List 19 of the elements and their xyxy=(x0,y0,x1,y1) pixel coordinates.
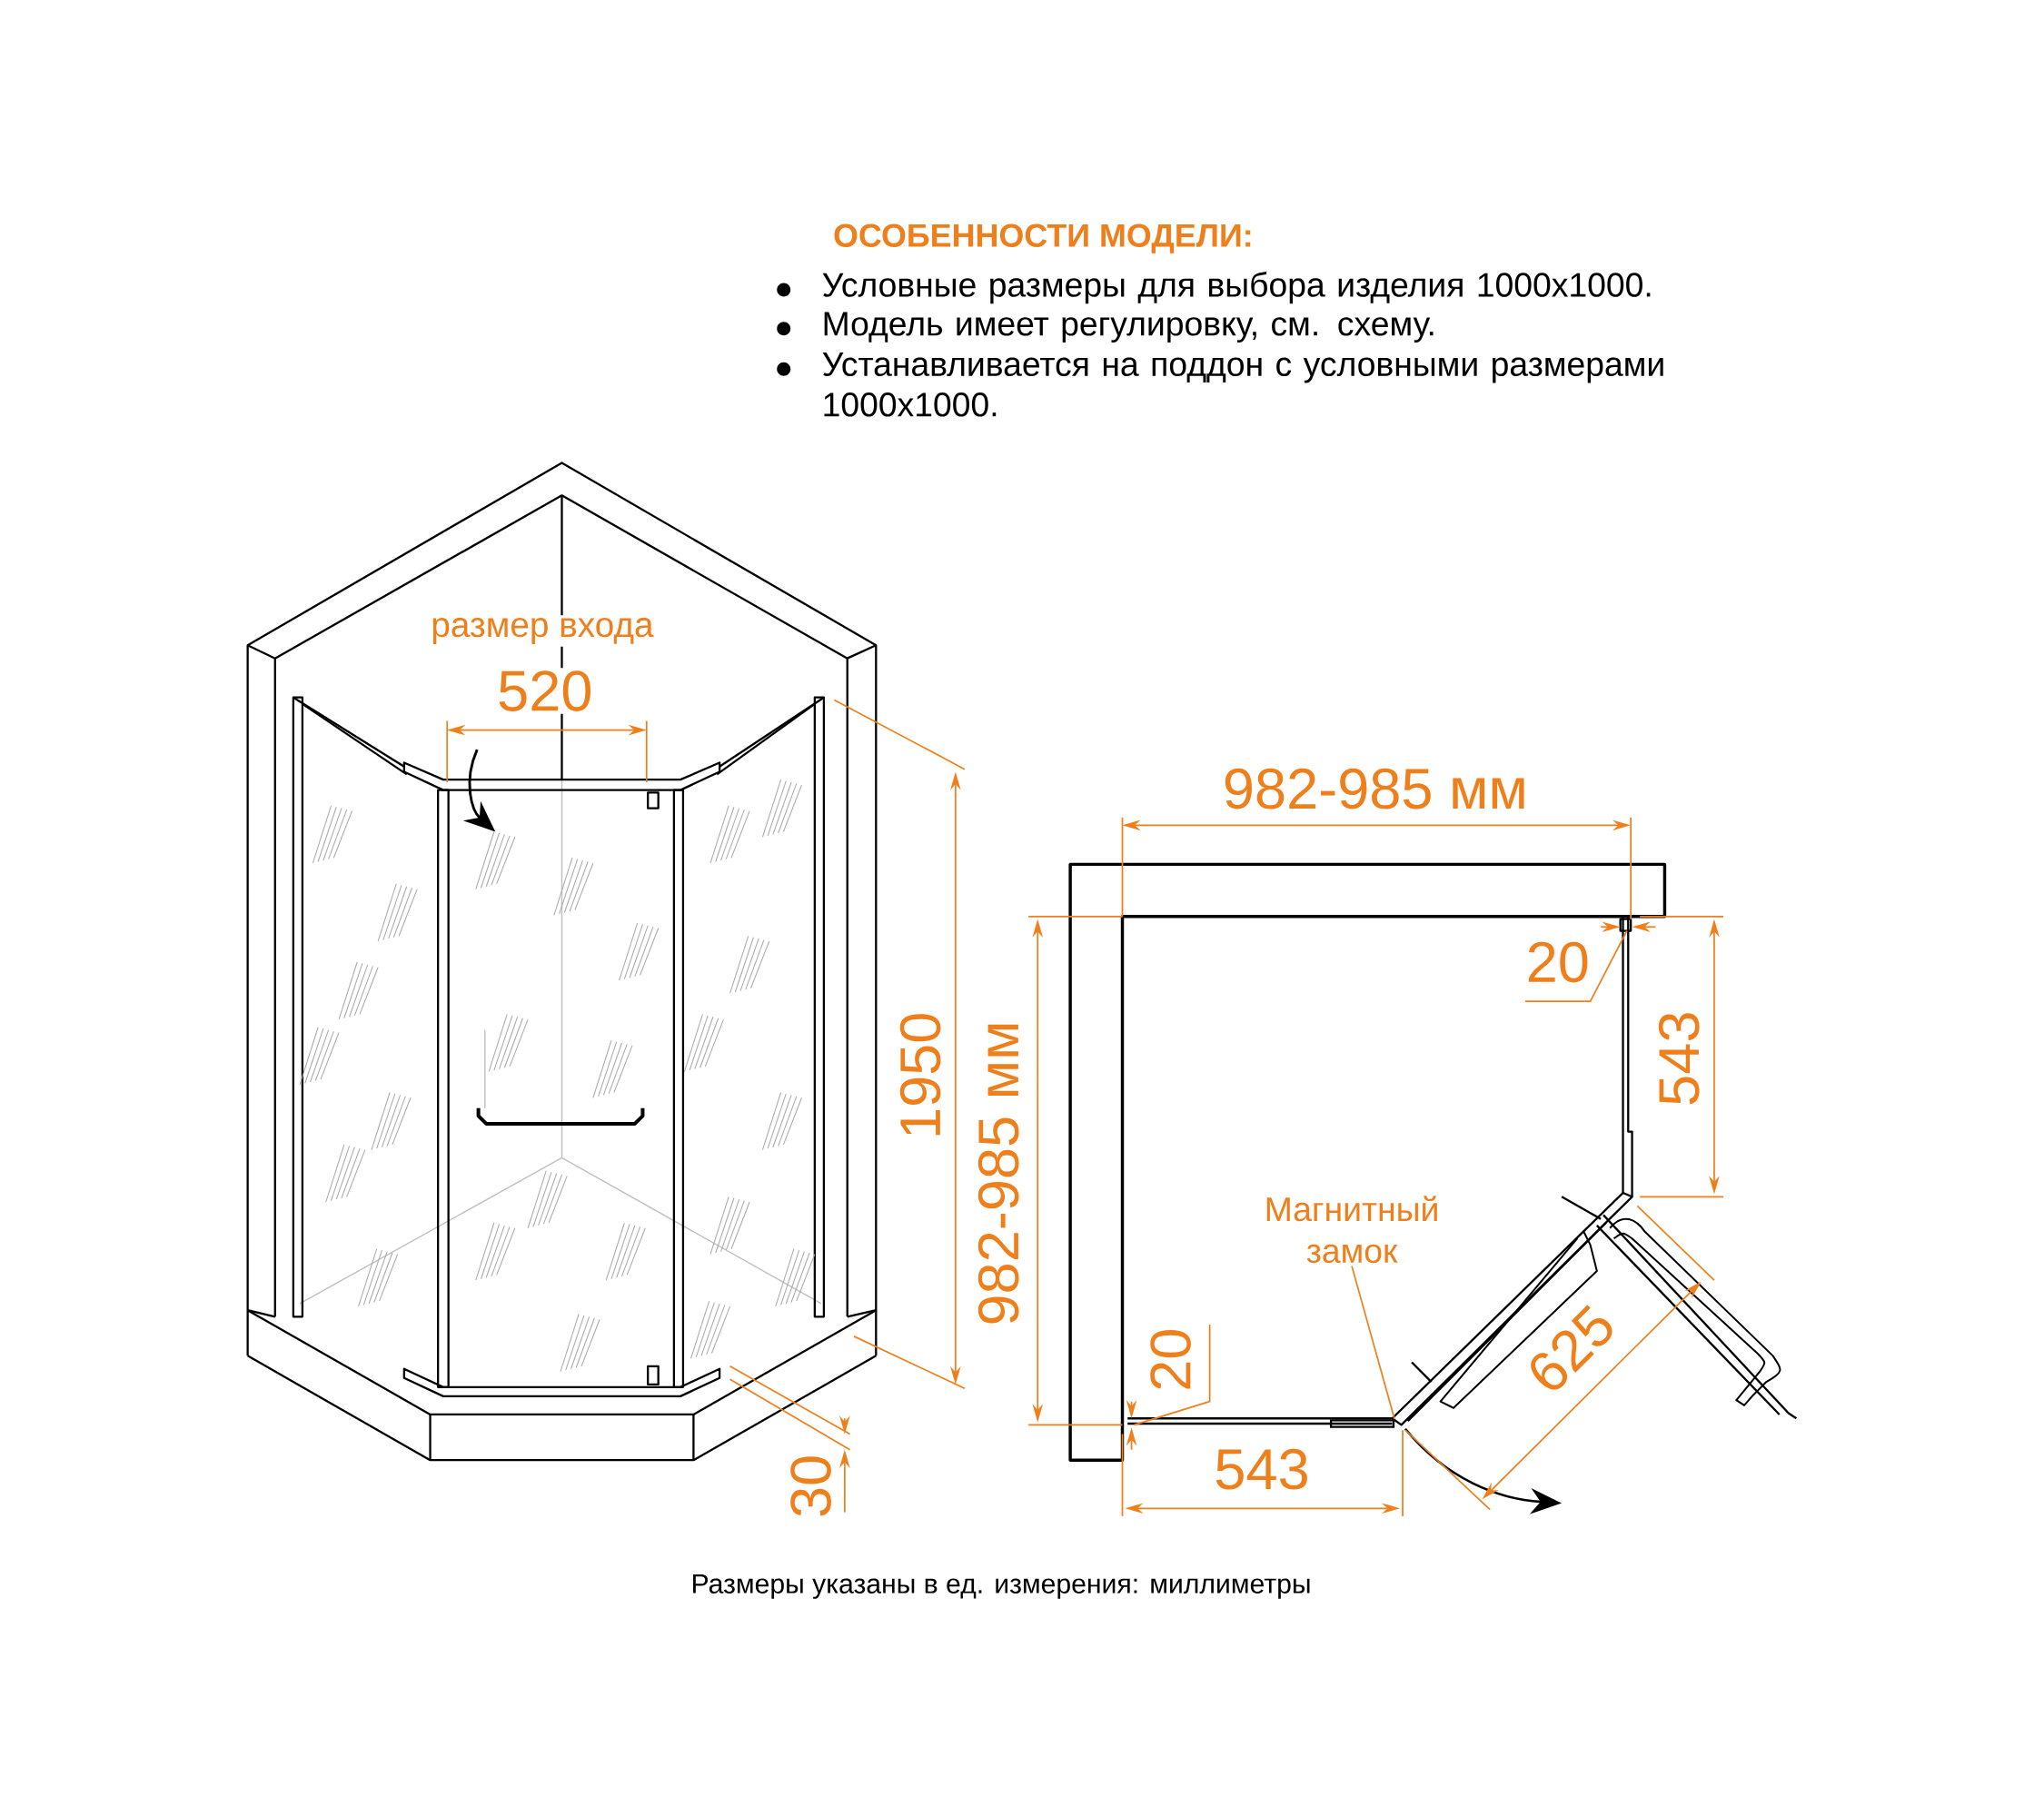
heading: ОСОБЕННОСТИ МОДЕЛИ: xyxy=(834,223,1251,253)
bullet-item: Модель имеет регулировку, см. схему. xyxy=(777,312,1434,343)
bullet-item: Устанавливается на поддон с условными размерами 1000x1000. xyxy=(777,352,1663,417)
dimension-label: 520 xyxy=(494,668,596,714)
dimension-label: 20 xyxy=(1523,938,1593,986)
leader-line xyxy=(1351,1265,1395,1420)
lock-bracket xyxy=(1329,1419,1395,1428)
dimension-label: 982-985 мм xyxy=(975,1018,1022,1329)
dimension-label: 30 xyxy=(788,1451,834,1521)
dimension-label: 20 xyxy=(1147,1325,1194,1395)
entrance-label: размер входа xyxy=(428,615,657,647)
dimension-label: 625 xyxy=(1519,1296,1623,1402)
dimension-label: 1950 xyxy=(897,1008,944,1142)
dimension-label: 543 xyxy=(1211,1445,1313,1493)
dimension-label: 543 xyxy=(1656,1008,1702,1109)
callout-text: Магнитный замок xyxy=(1266,1196,1437,1263)
bullet-item: Условные размеры для выбора изделия 1000x1000. xyxy=(777,271,1651,303)
dimension-label: 982-985 мм xyxy=(1220,765,1531,812)
caption: Размеры указаны в ед. измерения: миллиметры xyxy=(693,1574,1310,1599)
